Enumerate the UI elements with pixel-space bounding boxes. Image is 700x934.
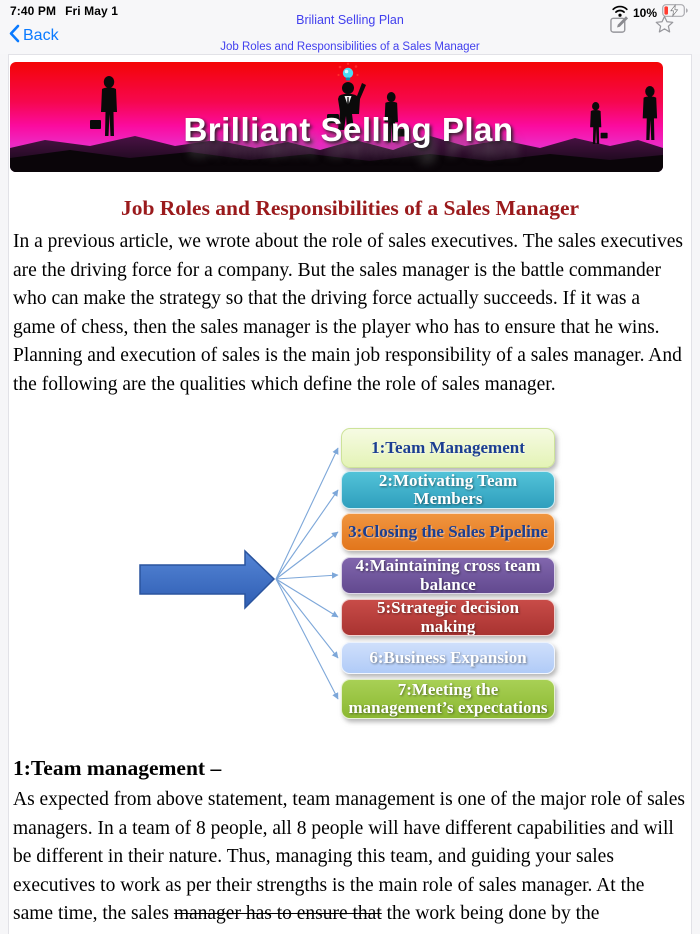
back-button[interactable]: Back	[8, 24, 59, 48]
compose-icon[interactable]	[610, 15, 629, 39]
diagram-box-7: 7:Meeting the management’s expectations	[341, 679, 555, 719]
article-heading: Job Roles and Responsibilities of a Sale…	[120, 196, 580, 220]
section-heading: 1:Team management –	[13, 756, 222, 780]
back-chevron-icon	[8, 24, 20, 48]
banner-image: Brilliant Selling Plan	[10, 62, 663, 172]
battery-icon	[662, 4, 688, 22]
article-body: Job Roles and Responsibilities of a Sale…	[9, 196, 691, 929]
idea-figure	[327, 62, 366, 130]
back-label: Back	[23, 27, 59, 44]
section-paragraph: As expected from above statement, team m…	[9, 786, 691, 929]
banner-title: Brilliant Selling Plan	[183, 111, 514, 148]
struck-text: manager has to ensure that	[173, 903, 382, 924]
body-text-before: As expected from above statement, team m…	[13, 789, 685, 924]
clock: 7:40 PM	[10, 4, 57, 18]
date: Fri May 1	[65, 4, 118, 18]
diagram-box-1: 1:Team Management	[341, 428, 555, 468]
nav-title: Briliant Selling Plan	[296, 13, 404, 27]
battery-percent: 10%	[632, 6, 657, 20]
big-arrow	[139, 549, 276, 610]
diagram-box-2: 2:Motivating Team Members	[341, 471, 555, 509]
wifi-icon	[612, 4, 628, 22]
nav-subtitle: Job Roles and Responsibilities of a Sale…	[220, 41, 480, 53]
body-text-after: the work being done by the	[381, 903, 600, 924]
intro-paragraph: In a previous article, we wrote about th…	[13, 231, 683, 395]
diagram-box-4: 4:Maintaining cross team balance	[341, 557, 555, 594]
diagram-box-5: 5:Strategic decision making	[341, 599, 555, 636]
diagram-box-6: 6:Business Expansion	[341, 642, 555, 674]
diagram-arrow-and-connectors	[139, 447, 339, 700]
top-chrome: 7:40 PM Fri May 1 10% Back	[0, 0, 700, 54]
diagram-box-3: 3:Closing the Sales Pipeline	[341, 513, 555, 551]
favorite-star-icon[interactable]	[655, 15, 674, 39]
roles-diagram: 1:Team Management 2:Motivating Team Memb…	[9, 416, 691, 726]
document-view: Brilliant Selling Plan Job Roles and Res…	[8, 54, 692, 934]
status-bar: 7:40 PM Fri May 1	[10, 4, 118, 18]
banner-artwork	[10, 62, 663, 172]
nav-actions	[610, 15, 674, 39]
status-indicators: 10%	[612, 4, 688, 22]
